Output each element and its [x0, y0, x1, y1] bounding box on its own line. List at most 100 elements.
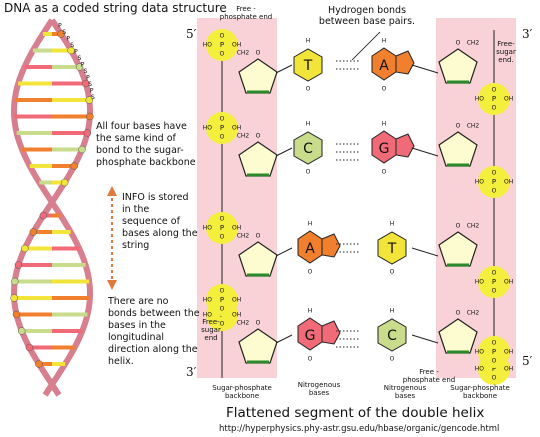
atom-o: O [220, 306, 225, 313]
atom-o: O [492, 358, 497, 365]
phosphate-p-label: P [492, 348, 496, 356]
glycosidic-bond [275, 334, 293, 344]
phosphate-group [478, 266, 510, 298]
helix-letter-p: P [66, 36, 70, 43]
atom-h: H [382, 38, 387, 45]
atom-o: O [306, 169, 311, 176]
atom-o: O [382, 86, 387, 93]
phosphate-group [206, 284, 238, 316]
helix-base-dot [57, 30, 65, 38]
note-info: INFO is stored in the sequence of bases … [122, 192, 198, 251]
note-same-bond: All four bases have the same kind of bon… [96, 121, 196, 168]
imidazole-ring [321, 320, 341, 345]
helix-base-dot [75, 63, 84, 71]
atom-o: O [492, 87, 497, 94]
atom-o: O [256, 233, 261, 240]
atom-oh: OH [232, 42, 241, 49]
helix-letter-p: P [90, 88, 94, 95]
atom-o: O [220, 51, 225, 58]
helix-base-dot [21, 244, 29, 253]
atom-h: H [306, 121, 311, 128]
atom-ch2: CH2 [467, 310, 480, 317]
phosphate-group [478, 336, 510, 368]
atom-o: O [308, 356, 313, 363]
atom-ho: HO [203, 297, 213, 304]
atom-ho: HO [475, 179, 485, 186]
prime-bottom-right: 5′ [522, 354, 533, 368]
atom-o: O [220, 134, 225, 141]
helix-letter-s: S [78, 55, 82, 62]
base-letter-t: T [303, 58, 313, 74]
label-free-phosphate-end-bottom: Free - phosphate end [402, 368, 456, 384]
label-free-phosphate-end-top: Free - phosphate end [219, 5, 273, 21]
imidazole-ring [321, 233, 341, 258]
phosphate-p-label: P [492, 178, 496, 186]
atom-o: O [308, 269, 313, 276]
atom-oh: OH [232, 225, 241, 232]
pyrimidine-ring [293, 48, 323, 82]
base-letter-c: C [387, 328, 397, 344]
phosphate-p-label: P [220, 296, 224, 304]
phosphate-p-label: P [492, 95, 496, 103]
atom-o: O [456, 310, 461, 317]
atom-h: H [308, 221, 313, 228]
atom-oh: OH [232, 312, 241, 319]
label-nitro-right: Nitrogenous bases [383, 384, 427, 400]
atom-h: H [306, 38, 311, 45]
atom-oh: OH [504, 96, 513, 103]
phosphate-group [206, 212, 238, 244]
helix-base-dot [17, 327, 26, 335]
atom-h: H [390, 308, 395, 315]
imidazole-ring [395, 133, 415, 158]
atom-h: H [382, 121, 387, 128]
label-hydrogen-bonds: Hydrogen bonds between base pairs. [318, 5, 416, 27]
label-free-sugar-end-right: Free- sugar end. [496, 40, 516, 64]
atom-o: O [220, 116, 225, 123]
helix-letter-s: S [91, 94, 95, 101]
helix-base-dot [60, 178, 69, 187]
pyrimidine-ring [377, 231, 407, 265]
helix-letter-s: S [70, 42, 74, 49]
source-url: http://hyperphysics.phy-astr.gsu.edu/hba… [219, 424, 500, 434]
atom-oh: OH [232, 125, 241, 132]
hydrogen-bond-pointer [351, 31, 381, 61]
helix-letter-p: P [86, 75, 90, 82]
phosphate-p-label: P [492, 278, 496, 286]
atom-o: O [220, 288, 225, 295]
atom-o: O [390, 356, 395, 363]
atom-o: O [492, 188, 497, 195]
atom-o: O [456, 123, 461, 130]
atom-ch2: CH2 [467, 40, 480, 47]
base-letter-g: G [379, 141, 390, 157]
helix-base-dot [29, 228, 38, 236]
atom-ho: HO [203, 42, 213, 49]
atom-oh: OH [504, 366, 513, 373]
helix-base-dot [67, 46, 75, 55]
helix-letter-s: S [84, 68, 88, 75]
atom-o: O [492, 340, 497, 347]
atom-o: O [256, 320, 261, 327]
phosphate-p-label: P [220, 224, 224, 232]
glycosidic-bond [411, 247, 439, 257]
atom-ch2: CH2 [237, 320, 250, 327]
helix-base-dot [70, 162, 78, 170]
glycosidic-bond [411, 334, 439, 344]
phosphate-group [206, 112, 238, 144]
helix-base-dot [25, 343, 34, 352]
atom-oh: OH [232, 297, 241, 304]
atom-h: H [390, 221, 395, 228]
caption: Flattened segment of the double helix [226, 405, 485, 421]
atom-o: O [456, 223, 461, 230]
atom-o: O [492, 170, 497, 177]
helix-letter-p: P [74, 49, 78, 56]
imidazole-ring [395, 50, 415, 75]
helix-base-dot [78, 145, 86, 154]
label-backbone-right: Sugar-phosphate backbone [450, 384, 510, 400]
atom-ch2: CH2 [467, 123, 480, 130]
prime-top-right: 3′ [522, 27, 533, 41]
glycosidic-bond [275, 147, 293, 157]
info-arrow [107, 186, 117, 290]
